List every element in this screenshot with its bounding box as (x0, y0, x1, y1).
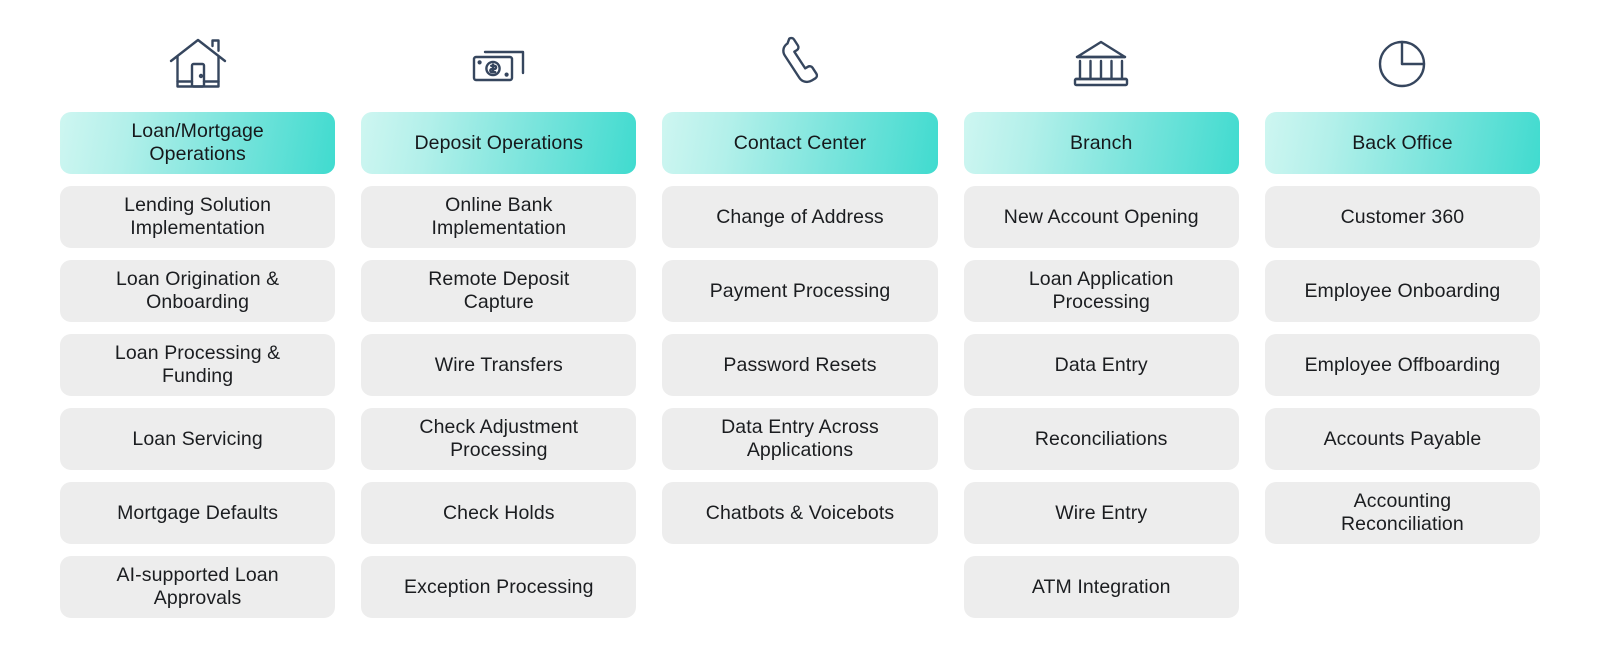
item-label: Reconciliations (1034, 427, 1168, 450)
item-pill[interactable]: Reconciliations (963, 408, 1239, 470)
item-label: Chatbots & Voicebots (705, 501, 895, 524)
item-pill[interactable]: Change of Address (662, 186, 938, 248)
column-header-back-office[interactable]: Back Office (1264, 112, 1541, 174)
item-pill[interactable]: Check Adjustment Processing (361, 408, 637, 470)
item-pill[interactable]: Data Entry (963, 334, 1239, 396)
item-label: Exception Processing (404, 575, 594, 598)
item-pill[interactable]: Data Entry Across Applications (662, 408, 938, 470)
item-label: Loan Origination & Onboarding (115, 268, 280, 313)
column-back-office: Back Office Customer 360 Employee Onboar… (1264, 16, 1541, 556)
item-label: Lending Solution Implementation (124, 194, 272, 239)
item-pill[interactable]: Employee Offboarding (1264, 334, 1541, 396)
item-pill[interactable]: Payment Processing (662, 260, 938, 322)
item-pill[interactable]: Online Bank Implementation (361, 186, 637, 248)
pie-chart-icon (1265, 16, 1540, 112)
item-label: Accounts Payable (1323, 427, 1482, 450)
item-pill[interactable]: Password Resets (662, 334, 938, 396)
item-label: Employee Offboarding (1304, 353, 1501, 376)
item-label: Employee Onboarding (1304, 279, 1501, 302)
house-icon (60, 16, 335, 112)
item-pill[interactable]: Loan Origination & Onboarding (60, 260, 336, 322)
item-pill[interactable]: ATM Integration (963, 556, 1239, 618)
item-label: Loan Servicing (132, 427, 263, 450)
item-label: Remote Deposit Capture (428, 268, 570, 313)
header-label: Branch (1070, 131, 1133, 154)
item-label: Loan Processing & Funding (114, 342, 281, 387)
item-pill[interactable]: AI-supported Loan Approvals (60, 556, 336, 618)
item-pill[interactable]: Lending Solution Implementation (60, 186, 336, 248)
item-pill[interactable]: Mortgage Defaults (60, 482, 336, 544)
item-pill[interactable]: Check Holds (361, 482, 637, 544)
item-label: Change of Address (716, 205, 884, 228)
item-label: Wire Entry (1055, 501, 1148, 524)
column-header-contact-center[interactable]: Contact Center (662, 112, 938, 174)
item-pill[interactable]: Customer 360 (1264, 186, 1541, 248)
item-label: Mortgage Defaults (117, 501, 279, 524)
item-pill[interactable]: Accounting Reconciliation (1264, 482, 1541, 544)
header-label: Back Office (1352, 131, 1453, 154)
item-pill[interactable]: Employee Onboarding (1264, 260, 1541, 322)
item-pill[interactable]: Loan Application Processing (963, 260, 1239, 322)
column-header-deposit-operations[interactable]: Deposit Operations (361, 112, 637, 174)
header-label: Deposit Operations (414, 131, 584, 154)
item-label: Customer 360 (1340, 205, 1465, 228)
item-label: Check Holds (442, 501, 555, 524)
item-label: Wire Transfers (434, 353, 563, 376)
item-pill[interactable]: New Account Opening (963, 186, 1239, 248)
column-contact-center: Contact Center Change of Address Payment… (662, 16, 938, 556)
item-label: Check Adjustment Processing (419, 416, 579, 461)
item-label: Online Bank Implementation (431, 194, 567, 239)
column-loan-mortgage-operations: Loan/Mortgage Operations Lending Solutio… (60, 16, 336, 630)
column-header-branch[interactable]: Branch (963, 112, 1239, 174)
column-header-loan-mortgage-operations[interactable]: Loan/Mortgage Operations (60, 112, 336, 174)
header-label: Contact Center (733, 131, 867, 154)
item-pill[interactable]: Wire Transfers (361, 334, 637, 396)
item-pill[interactable]: Remote Deposit Capture (361, 260, 637, 322)
bank-building-icon (964, 16, 1239, 112)
item-pill[interactable]: Chatbots & Voicebots (662, 482, 938, 544)
header-label: Loan/Mortgage Operations (131, 120, 264, 165)
item-label: New Account Opening (1003, 205, 1199, 228)
item-pill[interactable]: Exception Processing (361, 556, 637, 618)
banknotes-icon (361, 16, 636, 112)
item-label: Payment Processing (709, 279, 891, 302)
item-label: Data Entry (1054, 353, 1148, 376)
item-label: Loan Application Processing (1028, 268, 1174, 313)
item-pill[interactable]: Accounts Payable (1264, 408, 1541, 470)
item-pill[interactable]: Loan Processing & Funding (60, 334, 336, 396)
item-label: Data Entry Across Applications (721, 416, 879, 461)
item-label: ATM Integration (1031, 575, 1171, 598)
column-branch: Branch New Account Opening Loan Applicat… (963, 16, 1239, 630)
item-pill[interactable]: Loan Servicing (60, 408, 336, 470)
item-label: AI-supported Loan Approvals (116, 564, 279, 609)
item-pill[interactable]: Wire Entry (963, 482, 1239, 544)
item-label: Accounting Reconciliation (1341, 490, 1464, 535)
column-deposit-operations: Deposit Operations Online Bank Implement… (361, 16, 637, 630)
phone-handset-icon (662, 16, 937, 112)
item-label: Password Resets (723, 353, 877, 376)
